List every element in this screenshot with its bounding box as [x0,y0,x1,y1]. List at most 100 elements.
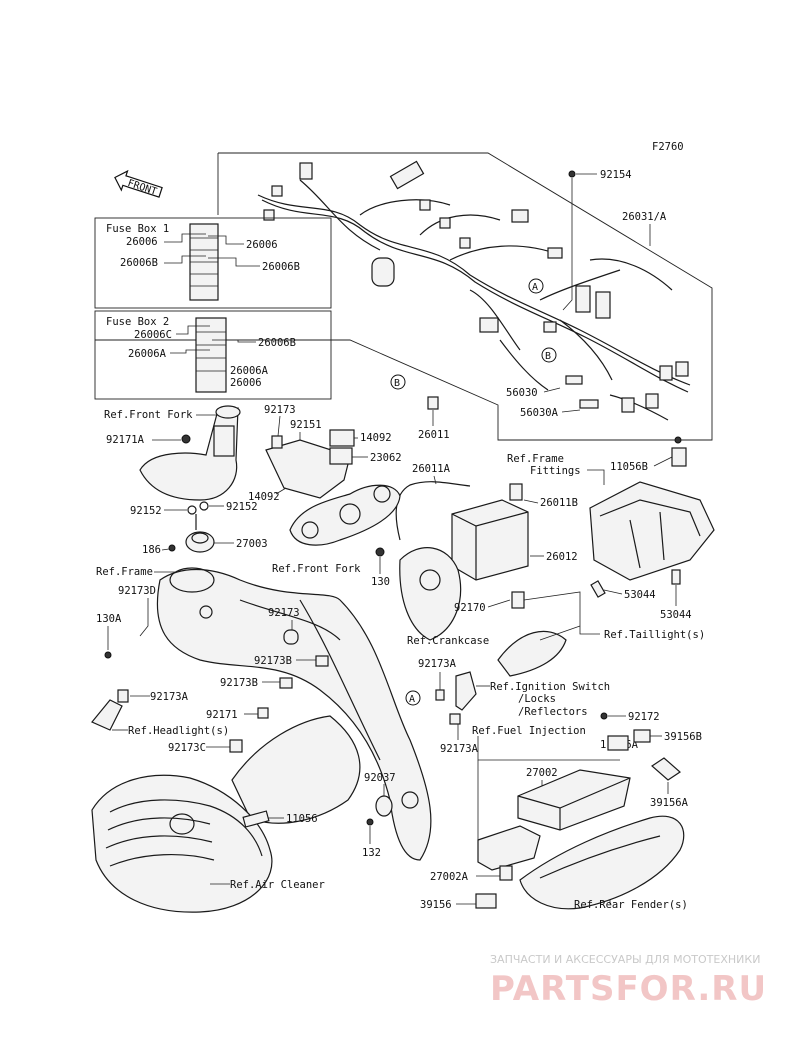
ref-air-cleaner: Ref.Air Cleaner [230,879,325,891]
fuse-2-label-left-top: 26006C [134,329,172,341]
ref-frame: Ref.Frame [96,566,153,578]
fuse-box-2: Fuse Box 2 26006C 26006A 26006B 26006A 2… [94,310,332,400]
ecu-27002a [477,825,541,871]
label-92037: 92037 [364,772,396,784]
clamp-92170 [511,591,525,609]
connector-11056 [242,810,270,828]
fuse-2-label-left-bottom: 26006A [128,348,167,360]
clamp-92173b-2 [279,677,293,689]
callout-a-frame: A [405,690,421,706]
ignition-bracket-small [455,671,477,711]
ref-front-fork-mid: Ref.Front Fork [272,563,361,575]
bracket-39156b [633,729,651,743]
horn-27003 [185,514,215,553]
label-23062: 23062 [370,452,402,464]
label-14092-mid: 14092 [248,491,280,503]
fuse-box-2-title: Fuse Box 2 [106,316,169,328]
fuse-1-label-left-bottom: 26006B [120,257,158,269]
bolt-92172 [600,712,608,720]
air-cleaner-housing [91,774,273,913]
ref-taillight: Ref.Taillight(s) [604,629,705,641]
battery-case [589,436,715,581]
label-92173a-mid: 92173A [418,658,457,670]
battery-cable-26011a [395,481,471,541]
fuse-1-label-left-top: 26006 [126,236,158,248]
ignition-bracket [265,429,355,499]
washer-92152-left [187,505,197,515]
label-11056b: 11056B [610,461,648,473]
upper-triple-clamp [289,484,401,546]
label-53044-a: 53044 [624,589,656,601]
svg-text:B: B [545,351,551,362]
clamp-92173b-1 [315,655,329,667]
ref-ignition-3: /Reflectors [518,706,588,718]
headlight-bracket [91,699,123,731]
ref-headlight: Ref.Headlight(s) [128,725,229,737]
ref-ignition-1: Ref.Ignition Switch [490,681,610,693]
clamp-92173 [283,629,299,645]
label-92152-left: 92152 [130,505,162,517]
figure-code: F2760 [652,141,684,153]
label-92171: 92171 [206,709,238,721]
label-27002a: 27002A [430,871,469,883]
label-27003: 27003 [236,538,268,550]
label-26012: 26012 [546,551,578,563]
watermark-subtitle: ЗАПЧАСТИ И АКСЕССУАРЫ ДЛЯ МОТОТЕХНИКИ [490,953,760,966]
washer-92152-right [199,501,209,511]
grommet-92037 [375,795,393,817]
label-130: 130 [371,576,390,588]
label-92154: 92154 [600,169,632,181]
fuse-2-label-right-bottom: 26006 [230,377,262,389]
label-39156b: 39156B [664,731,702,743]
label-132: 132 [362,847,381,859]
callout-b-fuse: B [390,374,406,390]
main-wiring-harness [257,160,691,421]
bolt-132 [366,818,374,826]
label-56030: 56030 [506,387,538,399]
label-53044-b: 53044 [660,609,692,621]
label-92173-top: 92173 [264,404,296,416]
label-92173a-left: 92173A [150,691,189,703]
label-186: 186 [142,544,161,556]
clamp-92173a-low [449,713,461,725]
fuse-2-label-right-top: 26006B [258,337,296,349]
label-26011a: 26011A [412,463,451,475]
fuse-1-label-right-bottom: 26006B [262,261,300,273]
svg-text:A: A [532,282,538,293]
ref-front-fork-top: Ref.Front Fork [104,409,193,421]
fuse-2-label-right-mid: 26006A [230,365,269,377]
bolt-130a [104,651,112,659]
label-92151: 92151 [290,419,322,431]
front-arrow-badge: FRONT [114,169,163,198]
label-92173c: 92173C [168,742,206,754]
bolt-92171a [181,434,191,444]
watermark-logo: PARTSFOR.RU [490,969,767,1009]
svg-text:B: B [394,378,400,389]
callout-a-harness: A [528,278,544,294]
ref-ignition-2: /Locks [518,693,556,705]
label-92173b-2: 92173B [220,677,258,689]
bolt-130 [375,547,385,557]
bolt-92154 [568,170,576,178]
label-56030a: 56030A [520,407,559,419]
taillight-bracket [497,630,567,677]
label-92171a: 92171A [106,434,145,446]
front-fork-bracket [139,405,241,501]
ref-rear-fender: Ref.Rear Fender(s) [574,899,688,911]
label-26031a: 26031/A [622,211,667,223]
harness-frame [95,152,713,441]
fuse-1-label-right-top: 26006 [246,239,278,251]
label-39156: 39156 [420,899,452,911]
pad-39156 [475,893,497,909]
ecu-27002 [517,769,631,831]
label-11056: 11056 [286,813,318,825]
ref-frame-fittings-1: Ref.Frame [507,453,564,465]
fuse-box-1-title: Fuse Box 1 [106,223,169,235]
label-14092-top: 14092 [360,432,392,444]
label-92173d: 92173D [118,585,156,597]
label-27002: 27002 [526,767,558,779]
battery-26012 [451,499,529,581]
svg-text:A: A [409,694,415,705]
label-92152-right: 92152 [226,501,258,513]
pad-39156a [651,757,681,781]
